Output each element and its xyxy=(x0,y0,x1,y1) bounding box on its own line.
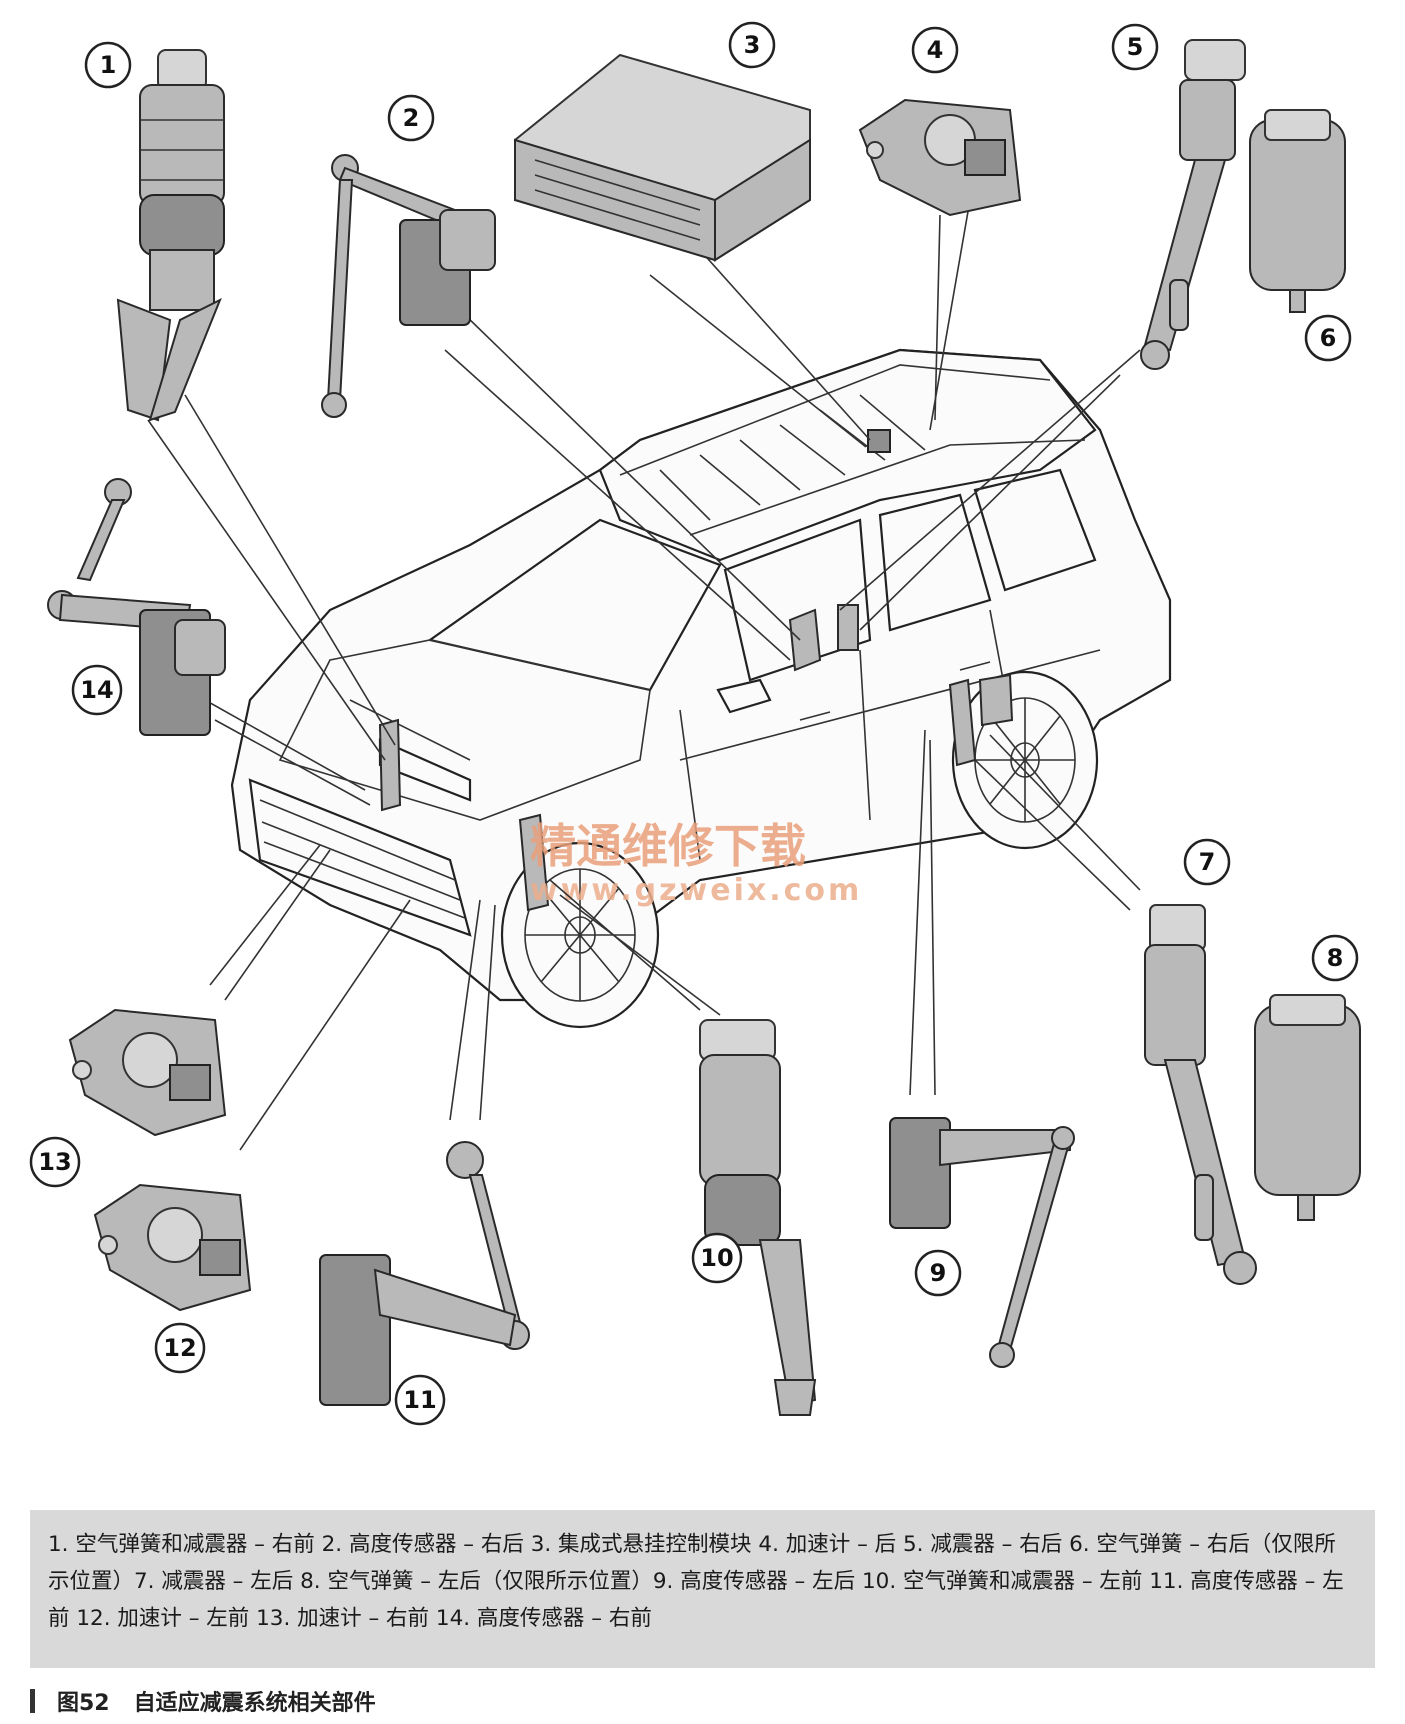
callout-label: 9 xyxy=(930,1259,947,1287)
callout-9: 9 xyxy=(914,1249,962,1297)
callout-5: 5 xyxy=(1111,23,1159,71)
components-diagram: 精通维修下载 www.gzweix.com xyxy=(29,21,1361,1426)
callout-2: 2 xyxy=(387,94,435,142)
part-3-suspension-control-module xyxy=(514,53,811,262)
callout-label: 1 xyxy=(100,51,117,79)
figure-title: 自适应减震系统相关部件 xyxy=(133,1691,376,1716)
callout-label: 3 xyxy=(744,31,761,59)
callout-label: 10 xyxy=(700,1244,733,1272)
callout-3: 3 xyxy=(728,21,776,69)
part-6-air-spring-rear-right xyxy=(1249,109,1346,313)
part-8-air-spring-rear-left xyxy=(1254,994,1361,1221)
part-1-air-spring-damper-front-right xyxy=(116,49,225,422)
part-12-accelerometer-front-left xyxy=(93,1183,252,1312)
watermark-chinese: 精通维修下载 xyxy=(530,819,806,873)
part-11-height-sensor-front-left xyxy=(319,1141,530,1406)
callout-14: 14 xyxy=(71,664,123,716)
callout-13: 13 xyxy=(29,1136,81,1188)
callout-8: 8 xyxy=(1311,934,1359,982)
part-13-accelerometer-front-right xyxy=(68,1008,227,1137)
callout-label: 5 xyxy=(1127,33,1144,61)
callout-label: 7 xyxy=(1199,848,1216,876)
legend-box: 1. 空气弹簧和减震器 – 右前 2. 高度传感器 – 右后 3. 集成式悬挂控… xyxy=(30,1510,1375,1668)
callout-6: 6 xyxy=(1304,314,1352,362)
callout-4: 4 xyxy=(911,26,959,74)
leader-lines xyxy=(147,199,1141,1151)
callout-label: 14 xyxy=(80,676,113,704)
legend-text: 1. 空气弹簧和减震器 – 右前 2. 高度传感器 – 右后 3. 集成式悬挂控… xyxy=(48,1532,1344,1631)
callout-12: 12 xyxy=(154,1322,206,1374)
callout-label: 2 xyxy=(403,104,420,132)
callout-label: 11 xyxy=(403,1386,436,1414)
part-5-damper-rear-right xyxy=(1140,39,1246,370)
callout-7: 7 xyxy=(1183,838,1231,886)
callout-label: 8 xyxy=(1327,944,1344,972)
part-14-height-sensor-front-right xyxy=(47,478,226,736)
figure-number: 图52 xyxy=(57,1691,110,1716)
part-7-damper-rear-left xyxy=(1144,904,1257,1285)
vehicle-body xyxy=(230,348,1172,1029)
watermark-url: www.gzweix.com xyxy=(530,873,862,908)
part-10-air-spring-damper-front-left xyxy=(699,1019,817,1416)
part-4-accelerometer-rear xyxy=(858,98,1022,217)
callout-10: 10 xyxy=(691,1232,743,1284)
callout-label: 6 xyxy=(1320,324,1337,352)
callout-11: 11 xyxy=(394,1374,446,1426)
caption-marker xyxy=(30,1689,35,1713)
callout-label: 12 xyxy=(163,1334,196,1362)
callout-label: 4 xyxy=(927,36,944,64)
callout-label: 13 xyxy=(38,1148,71,1176)
figure-caption: 图52 自适应减震系统相关部件 xyxy=(30,1686,376,1716)
part-2-height-sensor-rear-right xyxy=(321,154,496,418)
callout-1: 1 xyxy=(84,41,132,89)
part-9-height-sensor-rear-left xyxy=(889,1117,1075,1368)
